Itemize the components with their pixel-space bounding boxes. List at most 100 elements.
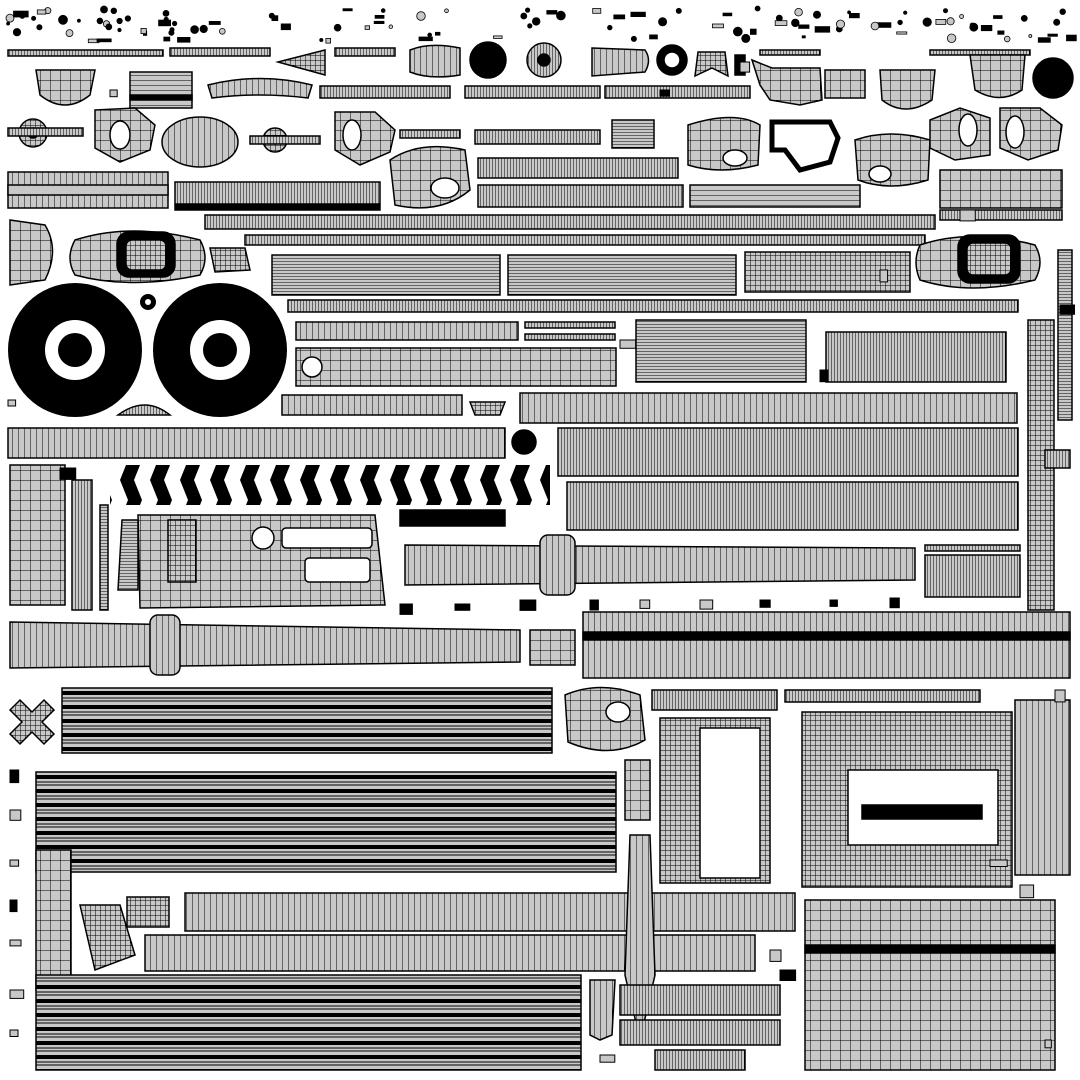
small-island	[9, 809, 22, 821]
small-island	[9, 899, 18, 913]
small-island	[659, 89, 670, 97]
small-island	[380, 8, 386, 13]
small-island	[325, 38, 331, 44]
small-island	[969, 22, 979, 32]
row-1-parts	[7, 41, 1031, 79]
left-parts	[9, 464, 1021, 611]
small-island	[607, 24, 613, 31]
small-island	[444, 8, 449, 14]
small-island	[177, 37, 191, 43]
small-island	[1047, 33, 1058, 37]
small-island	[741, 33, 751, 43]
small-island	[13, 10, 29, 18]
small-island	[493, 35, 503, 39]
small-island	[162, 9, 170, 17]
scattered-small-islands	[7, 61, 1075, 1063]
row-2-parts	[35, 54, 1074, 110]
small-island	[836, 19, 846, 29]
small-island	[980, 24, 993, 32]
small-island	[427, 32, 433, 38]
small-island	[169, 27, 175, 33]
lower-left-parts	[8, 687, 796, 1071]
small-island	[879, 269, 889, 283]
small-island	[5, 13, 15, 23]
small-island	[935, 18, 947, 25]
small-island	[801, 35, 806, 39]
small-island	[997, 30, 1005, 35]
small-island	[876, 22, 892, 28]
small-island	[896, 31, 908, 35]
small-island	[364, 25, 371, 30]
small-island	[7, 399, 17, 407]
small-island	[109, 89, 118, 98]
small-island	[750, 28, 757, 35]
small-island	[712, 23, 724, 29]
small-island	[903, 10, 908, 15]
small-island	[1059, 304, 1075, 315]
small-island	[599, 1054, 616, 1063]
small-island	[658, 17, 668, 27]
small-island	[1028, 34, 1033, 38]
wheel-islands	[8, 283, 287, 417]
small-island	[922, 17, 932, 27]
small-island	[959, 14, 964, 19]
small-island	[96, 17, 104, 25]
small-island	[172, 20, 178, 27]
small-island	[434, 31, 441, 36]
small-island	[524, 7, 531, 13]
small-island	[794, 7, 803, 17]
small-island	[9, 1029, 19, 1037]
small-island	[769, 949, 782, 962]
small-island	[36, 9, 47, 15]
small-island	[280, 23, 291, 31]
small-island	[77, 18, 81, 23]
small-island	[1019, 884, 1035, 899]
small-island	[373, 20, 385, 24]
small-island	[592, 8, 602, 14]
small-island	[110, 7, 117, 14]
small-island	[814, 26, 831, 33]
small-island	[416, 11, 426, 21]
small-island	[199, 24, 208, 34]
small-island	[813, 10, 822, 19]
small-island	[819, 369, 829, 383]
small-island	[993, 15, 1003, 19]
small-island	[754, 5, 761, 12]
small-island	[9, 769, 20, 784]
small-island	[897, 19, 903, 26]
small-island	[546, 10, 558, 15]
small-island	[58, 14, 68, 25]
small-island	[59, 467, 77, 480]
small-island	[791, 18, 800, 28]
small-island	[271, 15, 279, 21]
small-island	[946, 17, 955, 26]
lower-right-parts	[564, 686, 1071, 1071]
small-island	[1020, 14, 1028, 22]
small-island	[333, 23, 342, 32]
small-island	[527, 23, 533, 29]
top-small-islands	[5, 5, 1077, 44]
small-island	[96, 38, 112, 43]
small-island	[117, 27, 122, 33]
small-island	[722, 12, 733, 17]
small-island	[374, 14, 385, 19]
small-island	[163, 36, 171, 42]
small-island	[388, 24, 393, 29]
small-island	[399, 603, 413, 615]
small-island	[1066, 34, 1077, 42]
small-island	[630, 11, 646, 17]
small-island	[208, 20, 221, 25]
small-island	[140, 27, 147, 34]
cross-bracket	[8, 698, 56, 746]
small-island	[779, 969, 797, 981]
small-island	[630, 35, 637, 42]
small-island	[342, 8, 353, 12]
tire-tread-strip	[110, 465, 550, 505]
small-island	[639, 599, 651, 609]
small-island	[699, 599, 714, 610]
small-island	[190, 25, 199, 34]
small-island	[9, 859, 20, 867]
small-island	[116, 17, 123, 25]
